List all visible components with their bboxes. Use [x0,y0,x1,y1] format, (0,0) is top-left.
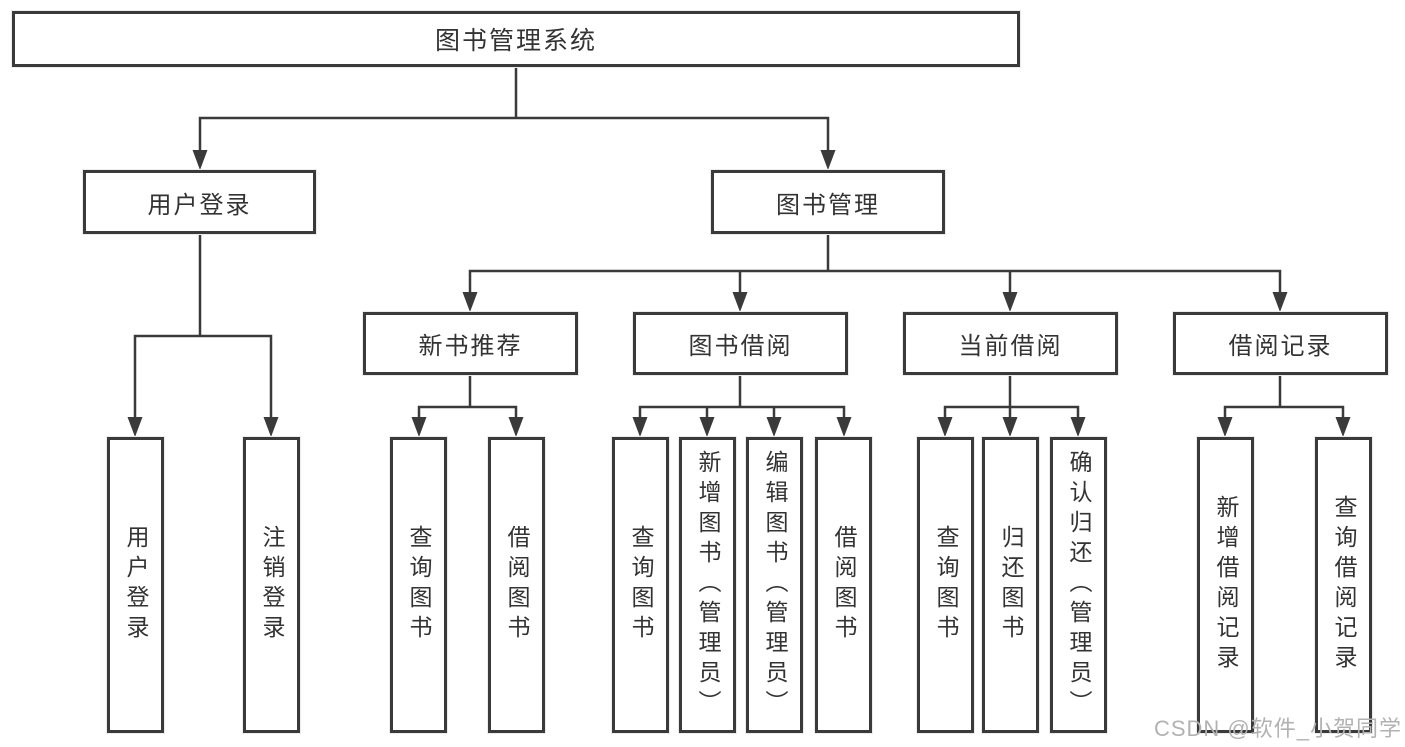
arrowhead [462,292,1288,312]
node-label: 图书管理系统 [434,27,597,55]
node-label: 查询图书 [406,525,432,645]
connector-book-borrow-to-leaves [632,373,852,437]
leaf-query-books-current: 查询图书 [917,437,974,733]
node-label: 用户登录 [147,191,252,219]
node-label: 归还图书 [998,525,1024,645]
node-book-borrowing: 图书借阅 [633,312,848,375]
connector-user-login-to-leaves [127,232,279,437]
arrowhead [1217,417,1351,437]
node-label: 注销登录 [259,525,285,645]
node-label: 查询图书 [628,525,654,645]
leaf-add-book-admin: 新增图书（管理员） [679,437,736,733]
node-current-borrowing: 当前借阅 [903,312,1118,375]
connector-root-to-level2 [192,65,836,170]
leaf-query-borrow-record: 查询借阅记录 [1315,437,1372,733]
leaf-user-login: 用户登录 [107,437,164,733]
node-label: 图书管理 [776,191,880,219]
arrowhead [937,417,1086,437]
node-book-management: 图书管理 [711,170,945,234]
node-label: 查询图书 [933,525,959,645]
connector-borrow-records-to-leaves [1217,373,1351,437]
node-label: 用户登录 [123,525,149,645]
leaf-edit-book-admin: 编辑图书（管理员） [746,437,803,733]
node-library-management-system: 图书管理系统 [12,11,1020,67]
node-label: 新增图书（管理员） [695,450,721,720]
leaf-query-books-recommend: 查询图书 [390,437,447,733]
leaf-add-borrow-record: 新增借阅记录 [1197,437,1254,733]
connector-new-book-to-leaves [411,373,524,437]
leaf-confirm-return-admin: 确认归还（管理员） [1050,437,1107,733]
leaf-borrow-books: 借阅图书 [815,437,872,733]
connector-book-management-to-level3 [462,232,1288,312]
leaf-borrow-books-recommend: 借阅图书 [488,437,545,733]
node-label: 新增借阅记录 [1213,495,1239,675]
arrowhead [192,150,836,170]
node-borrowing-records: 借阅记录 [1173,312,1388,375]
node-label: 借阅图书 [831,525,857,645]
node-new-book-recommendation: 新书推荐 [363,312,578,375]
node-label: 新书推荐 [418,333,523,360]
node-label: 编辑图书（管理员） [762,450,788,720]
node-label: 当前借阅 [958,333,1063,360]
leaf-logout: 注销登录 [243,437,300,733]
leaf-return-book: 归还图书 [982,437,1039,733]
arrowhead [411,417,524,437]
node-label: 查询借阅记录 [1331,495,1357,675]
node-label: 图书借阅 [688,333,793,360]
arrowhead [127,417,279,437]
node-user-login: 用户登录 [83,170,316,234]
node-label: 借阅图书 [504,525,530,645]
connector-current-borrow-to-leaves [937,373,1086,437]
leaf-query-books-borrow: 查询图书 [612,437,669,733]
node-label: 确认归还（管理员） [1066,450,1092,720]
node-label: 借阅记录 [1228,333,1333,360]
csdn-watermark: CSDN @软件_小贺同学 [1153,716,1402,741]
arrowhead [632,417,852,437]
